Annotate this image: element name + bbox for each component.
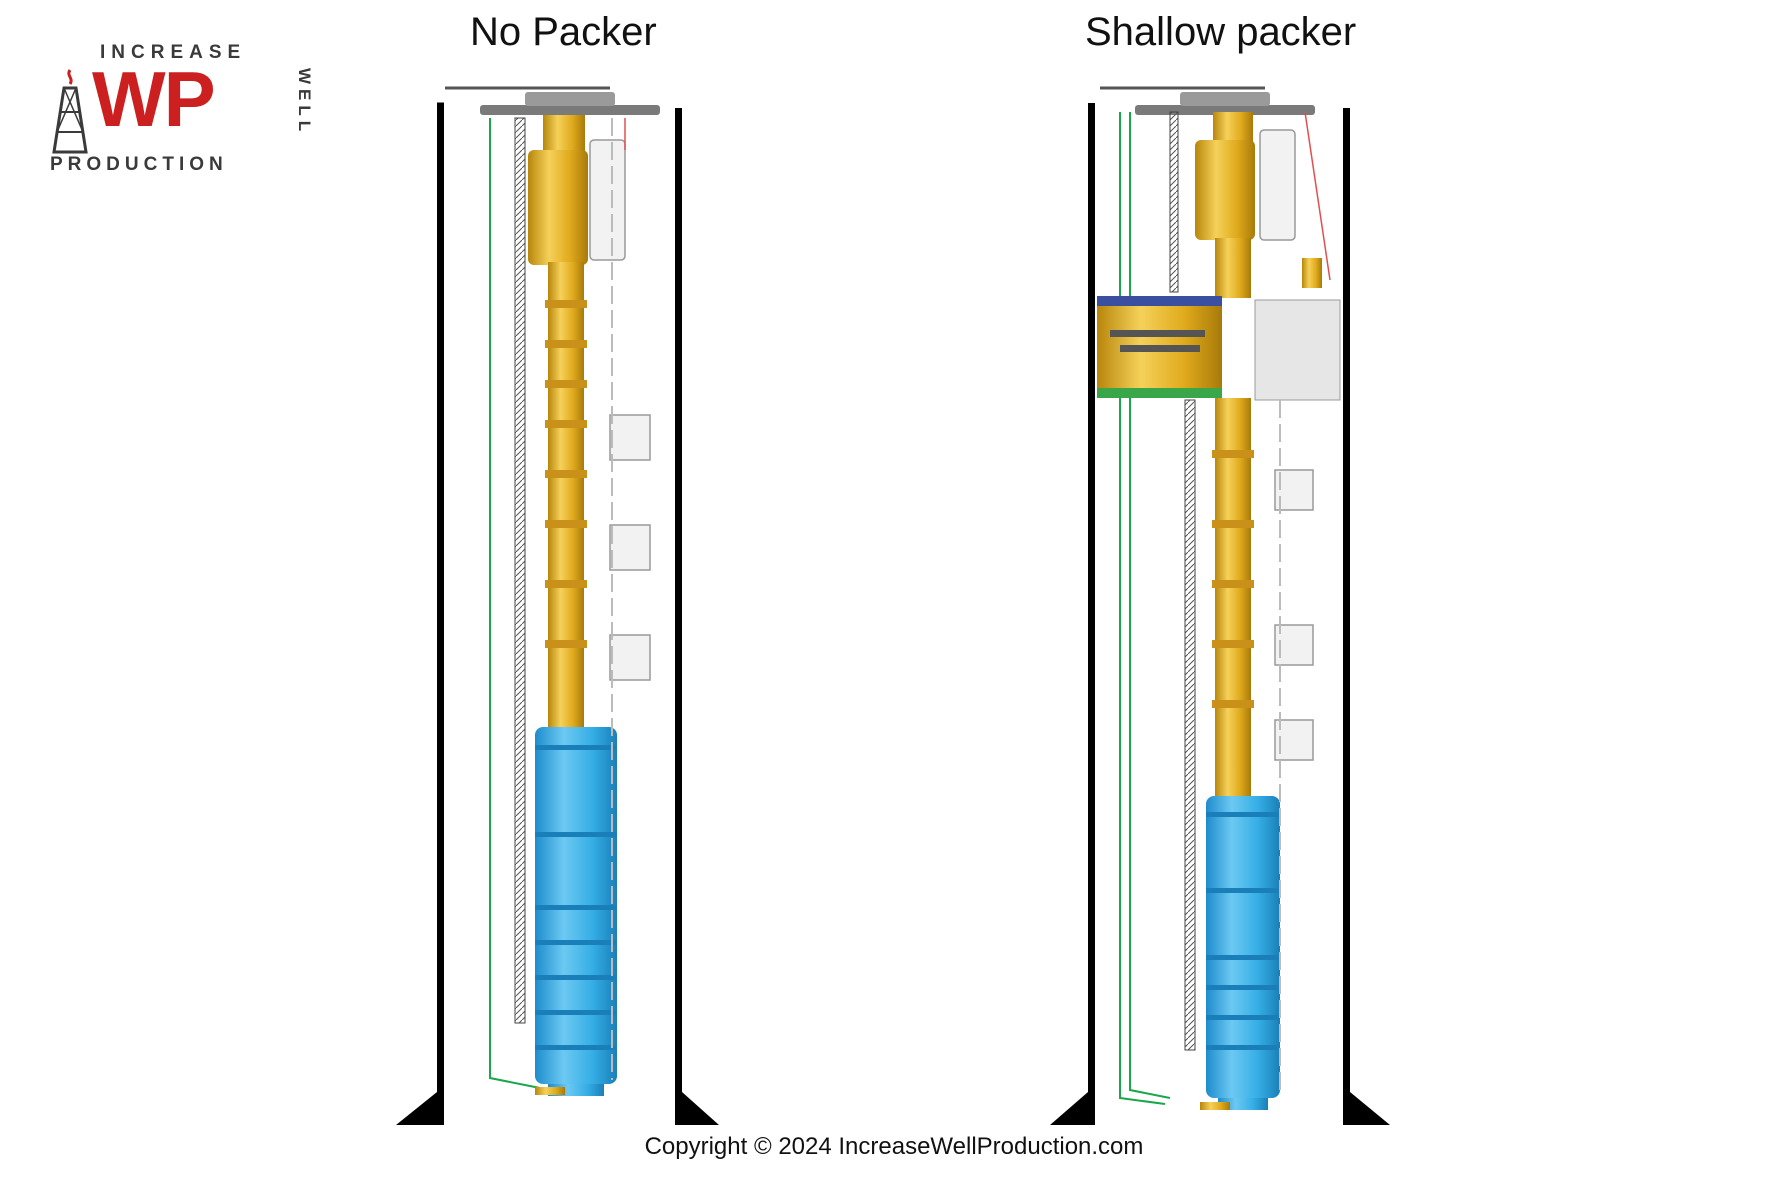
casing-left-wall <box>1088 103 1095 1125</box>
tubing-hanger <box>528 150 588 265</box>
well-no-packer <box>396 86 719 1125</box>
base-right-wedge <box>682 1092 719 1125</box>
casing-left-wall <box>437 103 444 1125</box>
tubing-hanger <box>1195 140 1255 240</box>
wellhead-flange <box>480 105 660 115</box>
panel-title-no-packer: No Packer <box>470 10 657 54</box>
power-cable <box>1119 112 1166 1105</box>
hatched-conduit <box>514 117 526 1024</box>
control-line-equipment <box>1259 129 1296 241</box>
logo-main-text: WP <box>92 55 216 143</box>
control-line-equipment <box>589 139 626 261</box>
base-left-wedge <box>396 1092 437 1125</box>
base-right-wedge <box>1350 1092 1390 1125</box>
logo-bottom-text: PRODUCTION <box>50 154 228 175</box>
power-cable <box>489 118 541 1089</box>
casing-right-wall <box>1343 108 1350 1125</box>
copyright-footer: Copyright © 2024 IncreaseWellProduction.… <box>644 1133 1144 1160</box>
well-shallow-packer <box>1050 86 1390 1125</box>
company-logo: INCREASE WP WELL PRODUCTION <box>50 42 314 182</box>
logo-top-text: INCREASE <box>100 42 247 63</box>
wellhead-flange <box>1135 105 1315 115</box>
base-left-wedge <box>1050 1092 1088 1125</box>
panel-title-shallow-packer: Shallow packer <box>1085 10 1357 54</box>
tubing-string <box>548 262 584 727</box>
derrick-icon <box>52 69 88 154</box>
casing-right-wall <box>675 108 682 1125</box>
logo-side-text: WELL <box>295 68 314 137</box>
pump-motor <box>1206 796 1280 1098</box>
tubing-string <box>1215 398 1251 796</box>
